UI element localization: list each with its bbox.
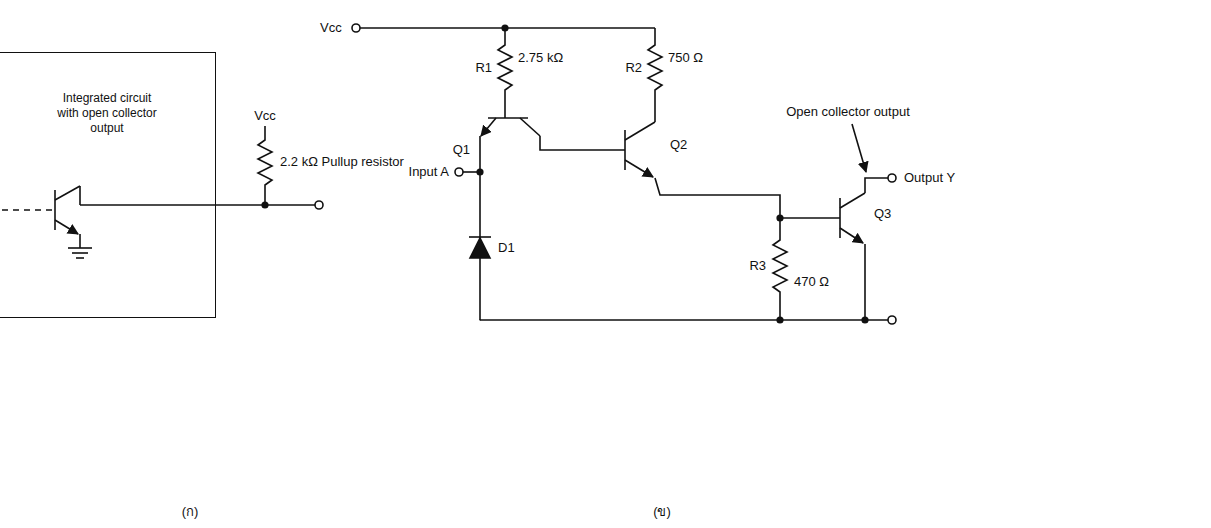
ground-wire xyxy=(480,319,888,321)
resistor-symbol xyxy=(648,28,662,122)
junction-dot xyxy=(477,169,483,175)
transistor-symbol xyxy=(55,186,80,248)
node-text: Integrated circuit with open collector o… xyxy=(51,91,163,136)
ground-symbol xyxy=(68,248,92,258)
junction-dot xyxy=(777,317,783,323)
output-wire xyxy=(80,204,315,206)
figure-label: (ข) xyxy=(651,504,673,520)
base-wire xyxy=(2,209,55,211)
component-name: R3 xyxy=(747,258,768,274)
resistor-symbol xyxy=(498,28,512,118)
transistor-symbol xyxy=(840,193,865,243)
emitter-wire xyxy=(479,136,481,320)
collector-wire xyxy=(865,178,888,193)
transistor-symbol xyxy=(481,118,540,136)
supply-label: Vcc xyxy=(318,20,344,36)
component-value: 2.2 kΩ Pullup resistor xyxy=(278,154,406,170)
terminal xyxy=(455,168,463,176)
diode-symbol xyxy=(469,237,491,258)
terminal xyxy=(888,316,896,324)
terminal xyxy=(315,201,323,209)
figure-label: (ก) xyxy=(180,504,201,520)
pin-label: Output Y xyxy=(902,170,957,186)
component-name: Q3 xyxy=(872,206,893,222)
resistor-symbol xyxy=(258,126,272,205)
base-wire xyxy=(780,217,840,219)
component-name: R1 xyxy=(473,60,494,76)
component-value: 750 Ω xyxy=(666,50,705,66)
ic-outline-box: Integrated circuit with open collector o… xyxy=(0,52,216,318)
pin-label: Input A xyxy=(407,164,451,180)
supply-label: Vcc xyxy=(252,108,278,124)
terminal xyxy=(888,174,896,182)
junction-dot xyxy=(862,317,868,323)
component-name: D1 xyxy=(496,240,517,256)
leader-arrow xyxy=(852,124,866,172)
component-name: Q2 xyxy=(668,137,689,153)
component-value: 470 Ω xyxy=(792,274,831,290)
component-value: 2.75 kΩ xyxy=(516,50,565,66)
base-wire xyxy=(540,136,625,150)
terminal xyxy=(352,24,360,32)
component-name: Q1 xyxy=(451,142,472,158)
emitter-wire xyxy=(864,244,866,320)
component-name: R2 xyxy=(623,60,644,76)
junction-dot xyxy=(262,202,268,208)
callout-label: Open collector output xyxy=(784,104,912,120)
transistor-symbol xyxy=(625,122,655,177)
resistor-symbol xyxy=(655,178,787,320)
